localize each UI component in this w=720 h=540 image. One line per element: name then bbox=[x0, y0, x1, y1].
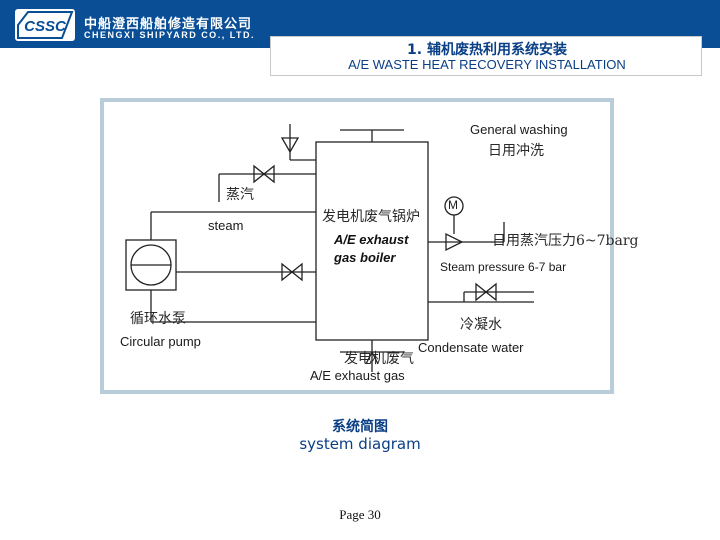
pump-valve-icon bbox=[281, 262, 303, 282]
company-name-en: CHENGXI SHIPYARD CO., LTD. bbox=[84, 30, 256, 40]
label-condensate-cn: 冷凝水 bbox=[460, 317, 502, 333]
motor-valve-icon bbox=[445, 232, 464, 252]
motor-symbol: M bbox=[448, 198, 458, 212]
relief-valve-icon bbox=[280, 137, 300, 154]
label-boiler-en-2: gas boiler bbox=[334, 250, 396, 265]
label-general-washing: General washing bbox=[470, 122, 568, 137]
label-condensate-water: Condensate water bbox=[418, 340, 524, 355]
logo-text: CSSC bbox=[24, 18, 67, 35]
page-number: Page 30 bbox=[339, 507, 381, 522]
exhaust-arrow-icon bbox=[365, 350, 379, 365]
system-diagram-cn: 系统简图 bbox=[332, 419, 388, 435]
label-circular-pump: Circular pump bbox=[120, 334, 201, 349]
label-general-washing-cn: 日用冲洗 bbox=[488, 143, 544, 159]
slide-header: CSSC 中船澄西船舶修造有限公司 CHENGXI SHIPYARD CO., … bbox=[0, 0, 720, 80]
system-diagram-en: system diagram bbox=[299, 435, 421, 453]
piping-schematic bbox=[125, 124, 534, 372]
system-diagram-frame: General washing 日用冲洗 蒸汽 steam 发电机废气锅炉 A/… bbox=[100, 98, 639, 394]
title-cn: 1. 辅机废热利用系统安装 bbox=[407, 42, 567, 58]
label-pump-cn: 循环水泵 bbox=[130, 311, 186, 327]
label-exhaust-gas: A/E exhaust gas bbox=[310, 368, 405, 383]
condensate-valve-icon bbox=[475, 282, 497, 302]
label-boiler-cn: 发电机废气锅炉 bbox=[322, 209, 420, 225]
label-exhaust-cn: 发电机废气 bbox=[344, 351, 414, 367]
title-box: 1. 辅机废热利用系统安装 A/E WASTE HEAT RECOVERY IN… bbox=[270, 36, 702, 76]
company-name-cn: 中船澄西船舶修造有限公司 bbox=[84, 17, 253, 32]
cssc-logo: CSSC bbox=[15, 9, 75, 41]
label-steam: steam bbox=[208, 218, 244, 233]
label-steam-pressure-cn: 日用蒸汽压力6~7barg bbox=[492, 233, 639, 249]
steam-valve-icon bbox=[253, 164, 275, 184]
label-steam-pressure: Steam pressure 6-7 bar bbox=[440, 260, 567, 274]
title-en: A/E WASTE HEAT RECOVERY INSTALLATION bbox=[348, 57, 626, 72]
label-boiler-en-1: A/E exhaust bbox=[334, 232, 409, 247]
label-steam-cn: 蒸汽 bbox=[226, 187, 254, 203]
